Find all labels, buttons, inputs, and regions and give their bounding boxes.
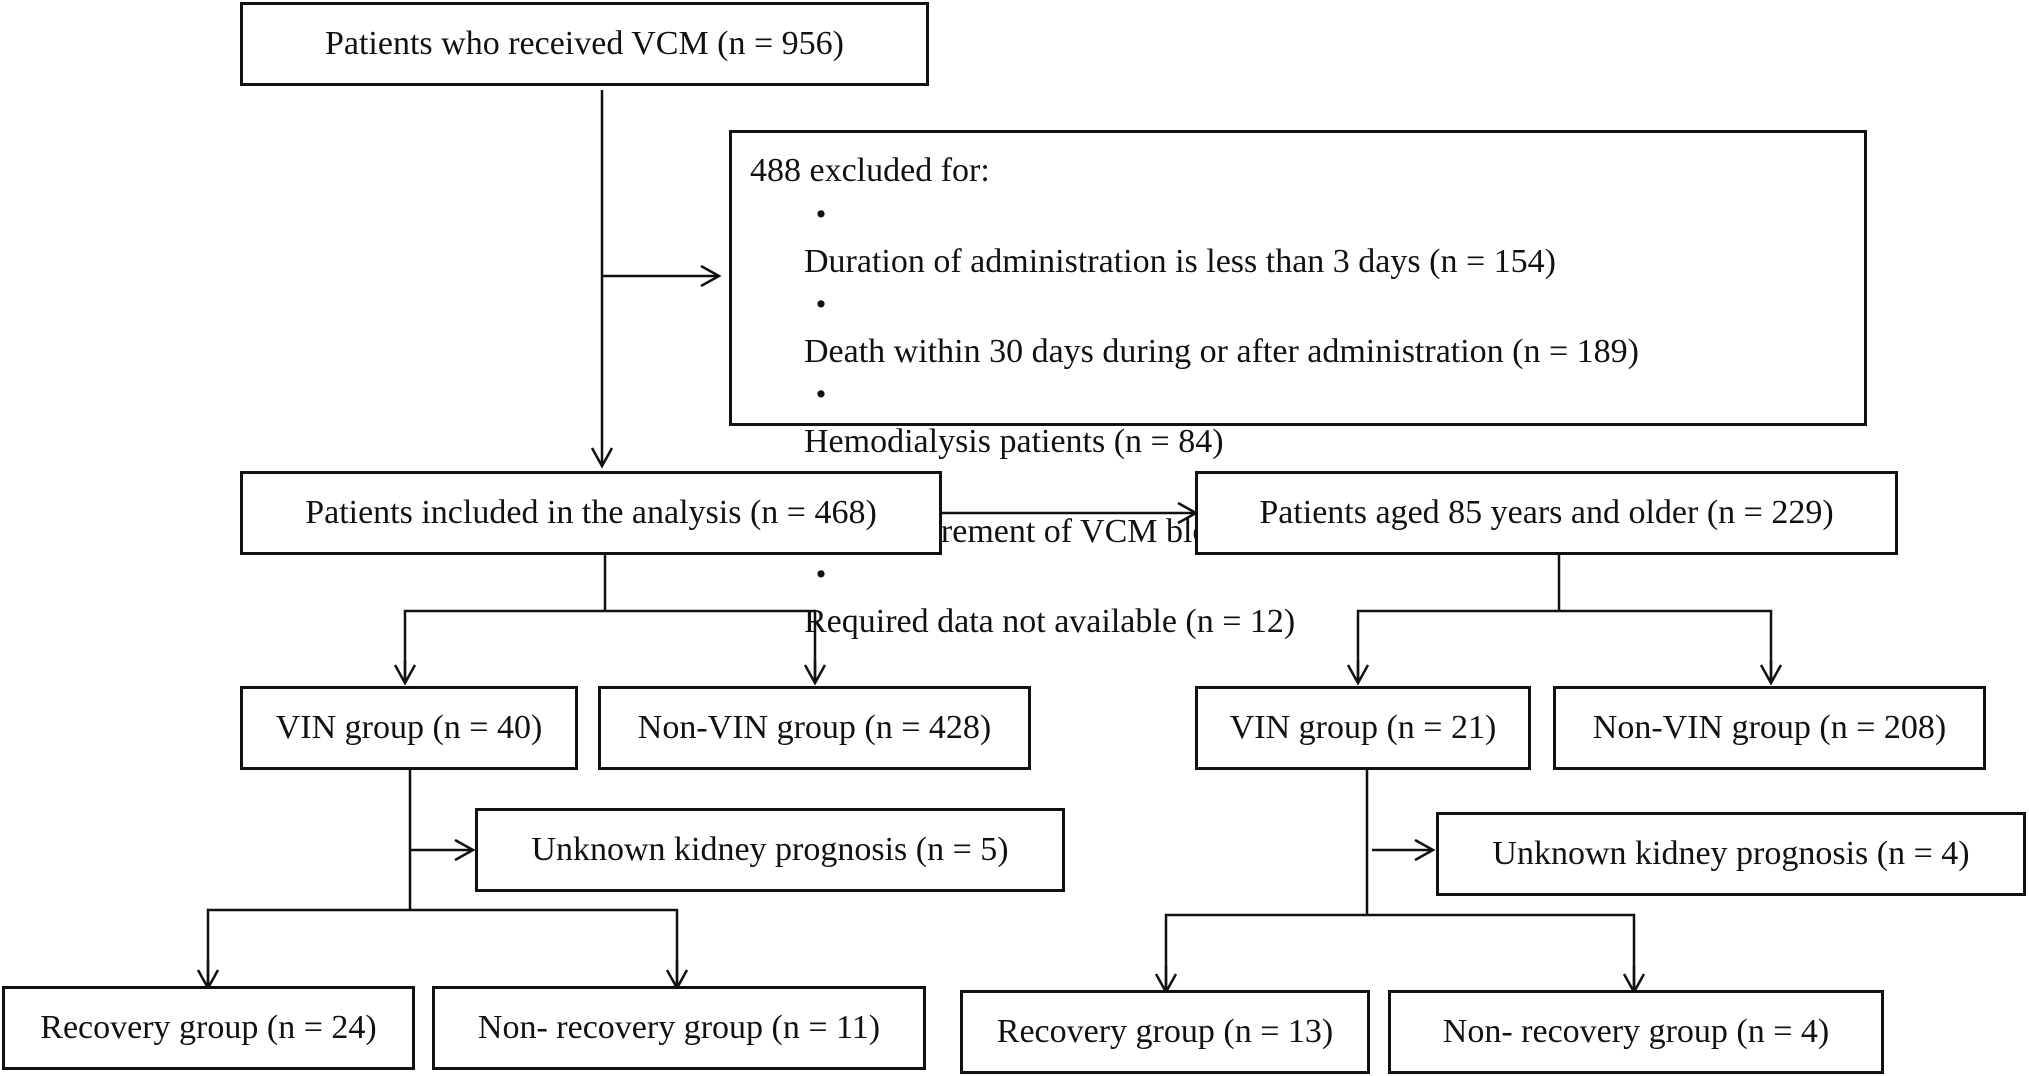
node-received: Patients who received VCM (n = 956) [240,2,929,86]
node-recovery-85: Recovery group (n = 13) [960,990,1370,1074]
node-included: Patients included in the analysis (n = 4… [240,471,942,555]
node-aged85: Patients aged 85 years and older (n = 22… [1195,471,1898,555]
node-recovery-all-label: Recovery group (n = 24) [40,1009,377,1046]
node-vin-85-label: VIN group (n = 21) [1229,709,1497,746]
exclusion-item: ・Death within 30 days during or after ad… [804,284,1864,374]
node-vin-all-label: VIN group (n = 40) [275,709,543,746]
node-nonrecovery-85-label: Non- recovery group (n = 4) [1442,1013,1830,1050]
node-recovery-85-label: Recovery group (n = 13) [996,1013,1334,1050]
bullet-icon: ・ [804,197,838,235]
node-nonvin-all: Non-VIN group (n = 428) [598,686,1031,770]
exclusion-box: 488 excluded for: ・Duration of administr… [729,130,1867,640]
node-received-label: Patients who received VCM (n = 956) [324,25,844,62]
node-nonrecovery-85: Non- recovery group (n = 4) [1388,990,1884,1074]
exclusion-item: ・Hemodialysis patients (n = 84) [804,374,1864,464]
node-nonrecovery-all-label: Non- recovery group (n = 11) [477,1009,881,1046]
exclusion-header: 488 excluded for: [750,152,990,189]
bullet-icon: ・ [804,287,838,325]
exclusion-item: ・Duration of administration is less than… [804,194,1864,284]
node-recovery-all: Recovery group (n = 24) [2,986,415,1070]
node-nonvin-85: Non-VIN group (n = 208) [1553,686,1986,770]
node-vin-85: VIN group (n = 21) [1195,686,1531,770]
node-vin-all: VIN group (n = 40) [240,686,578,770]
node-nonrecovery-all: Non- recovery group (n = 11) [432,986,926,1070]
node-unknown-85: Unknown kidney prognosis (n = 4) [1436,812,2026,896]
exclusion-list: ・Duration of administration is less than… [750,194,1864,644]
bullet-icon: ・ [804,377,838,415]
node-unknown-all: Unknown kidney prognosis (n = 5) [475,808,1065,892]
exclusion-item: ・Required data not available (n = 12) [804,554,1864,644]
node-aged85-label: Patients aged 85 years and older (n = 22… [1259,494,1834,531]
node-nonvin-all-label: Non-VIN group (n = 428) [637,709,992,746]
node-included-label: Patients included in the analysis (n = 4… [305,494,877,531]
node-unknown-all-label: Unknown kidney prognosis (n = 5) [531,831,1009,868]
line-left-recovery-split [206,908,679,988]
line-right-recovery-split [1164,913,1636,990]
node-nonvin-85-label: Non-VIN group (n = 208) [1592,709,1947,746]
node-unknown-85-label: Unknown kidney prognosis (n = 4) [1492,835,1970,872]
bullet-icon: ・ [804,557,838,595]
